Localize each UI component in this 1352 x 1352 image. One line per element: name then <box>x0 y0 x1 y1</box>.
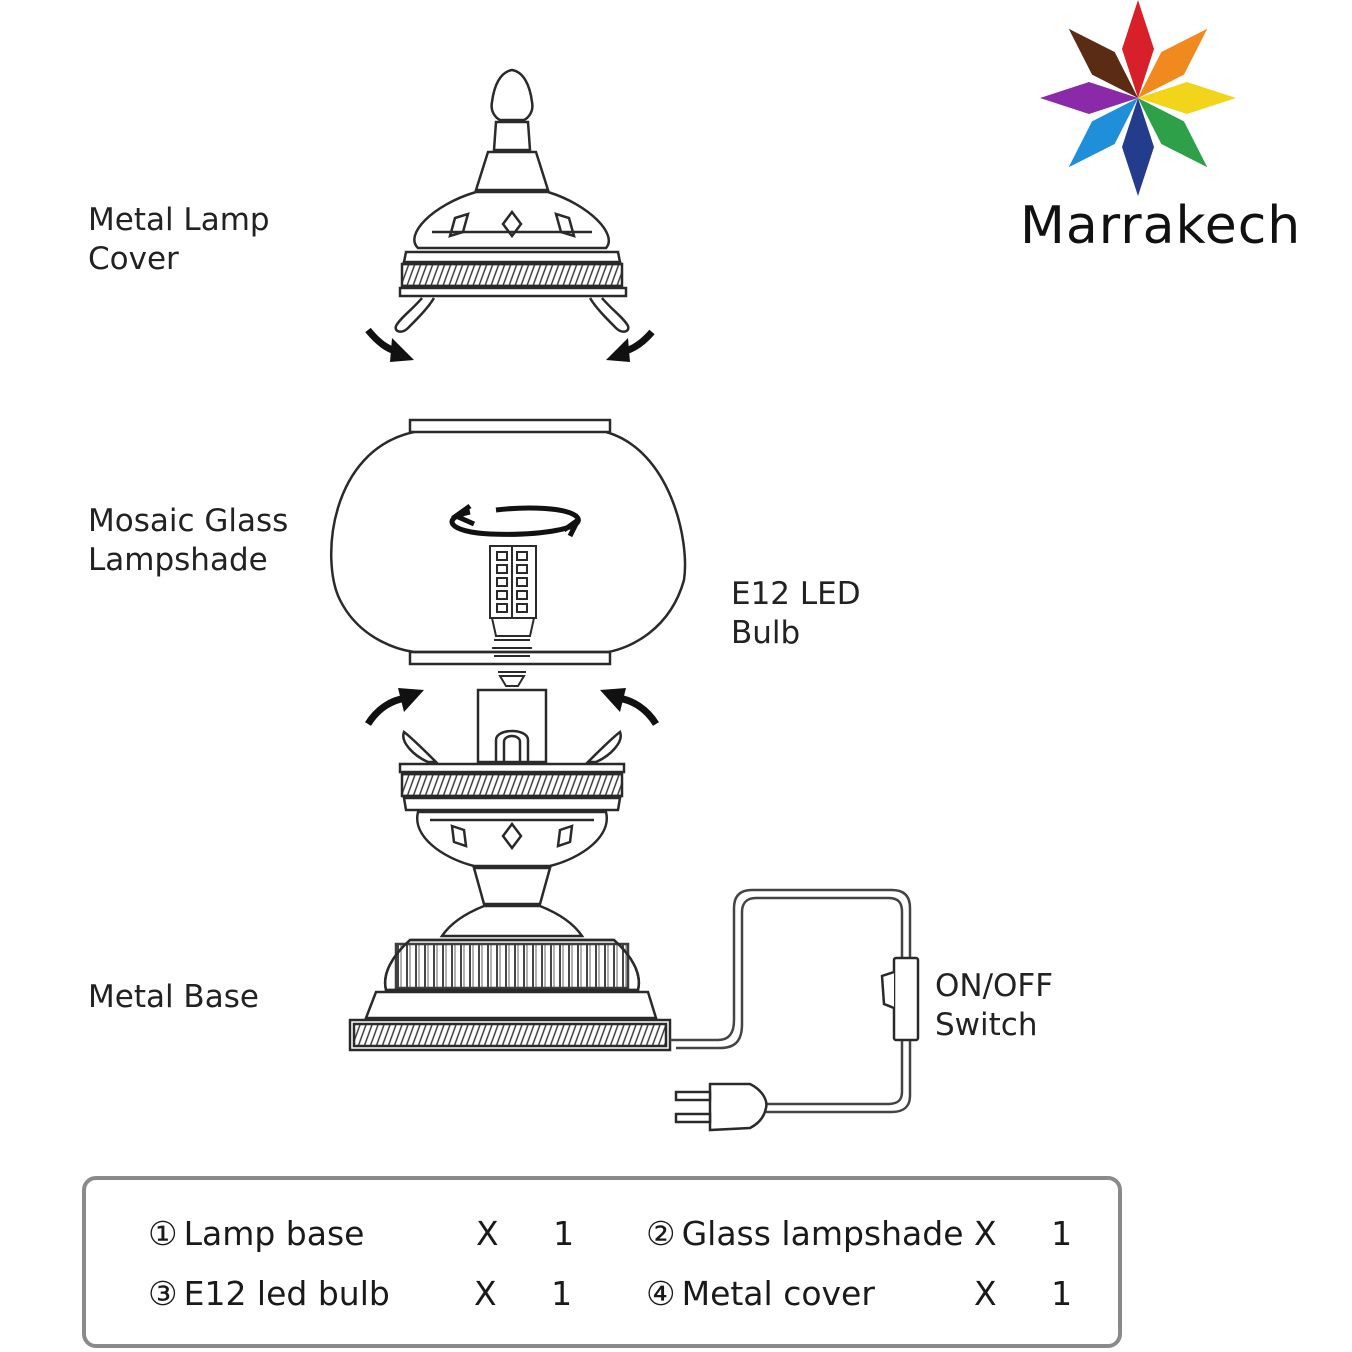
part-name: Glass lampshade <box>681 1214 964 1253</box>
glass-lampshade-drawing <box>330 418 687 666</box>
led-chip <box>516 603 528 613</box>
star-petal <box>1138 28 1208 98</box>
led-chip <box>496 603 508 613</box>
on-off-switch-drawing <box>880 956 920 1042</box>
brand-name: Marrakech <box>1020 196 1302 256</box>
led-chip <box>516 564 528 574</box>
label-line: Lampshade <box>88 542 268 578</box>
power-plug-drawing <box>674 1082 768 1132</box>
part-number: ④ <box>646 1274 676 1313</box>
label-line: Switch <box>935 1007 1038 1043</box>
star-petal <box>1122 0 1154 98</box>
e12-led-bulb-drawing <box>489 545 537 687</box>
arrow-down-right-icon <box>606 329 655 362</box>
star-petal <box>1138 98 1208 168</box>
label-metal-base: Metal Base <box>88 978 259 1017</box>
part-name: Lamp base <box>183 1214 365 1253</box>
metal-base-drawing <box>348 688 672 1052</box>
label-line: Bulb <box>731 615 801 651</box>
star-petal <box>1068 28 1138 98</box>
brand-star-logo <box>1040 0 1236 196</box>
part-number: ③ <box>148 1274 178 1313</box>
led-chip <box>516 590 528 600</box>
rotate-icon <box>449 503 581 538</box>
led-chip <box>516 551 528 561</box>
label-on-off-switch: ON/OFF Switch <box>935 967 1053 1045</box>
label-metal-lamp-cover: Metal Lamp Cover <box>88 201 270 279</box>
part-name: E12 led bulb <box>183 1274 390 1313</box>
star-petal <box>1122 98 1154 196</box>
label-line: Cover <box>88 241 179 277</box>
part-name: Metal cover <box>681 1274 875 1313</box>
label-e12-led-bulb: E12 LED Bulb <box>731 575 861 653</box>
power-cord-drawing <box>670 888 912 1114</box>
part-quantity: X 1 <box>974 1274 1095 1313</box>
label-line: E12 LED <box>731 576 861 612</box>
part-quantity: X 1 <box>476 1214 597 1253</box>
part-quantity: X 1 <box>474 1274 595 1313</box>
label-line: Metal Lamp <box>88 202 270 238</box>
arrow-up-right-icon <box>600 688 659 726</box>
arrow-down-left-icon <box>365 327 414 362</box>
label-line: Metal Base <box>88 979 259 1015</box>
star-petal <box>1040 82 1138 114</box>
led-chip <box>496 551 508 561</box>
label-mosaic-glass-lampshade: Mosaic Glass Lampshade <box>88 502 288 580</box>
led-chip <box>496 590 508 600</box>
led-chip <box>496 564 508 574</box>
star-petal <box>1138 82 1236 114</box>
metal-lamp-cover-drawing <box>394 68 630 333</box>
label-line: ON/OFF <box>935 968 1054 1004</box>
part-number: ② <box>646 1214 676 1253</box>
star-petal <box>1068 98 1138 168</box>
label-line: Mosaic Glass <box>88 503 289 539</box>
arrow-up-left-icon <box>365 688 424 726</box>
part-number: ① <box>148 1214 178 1253</box>
led-chip <box>516 577 528 587</box>
part-quantity: X 1 <box>974 1214 1095 1253</box>
led-chip <box>496 577 508 587</box>
